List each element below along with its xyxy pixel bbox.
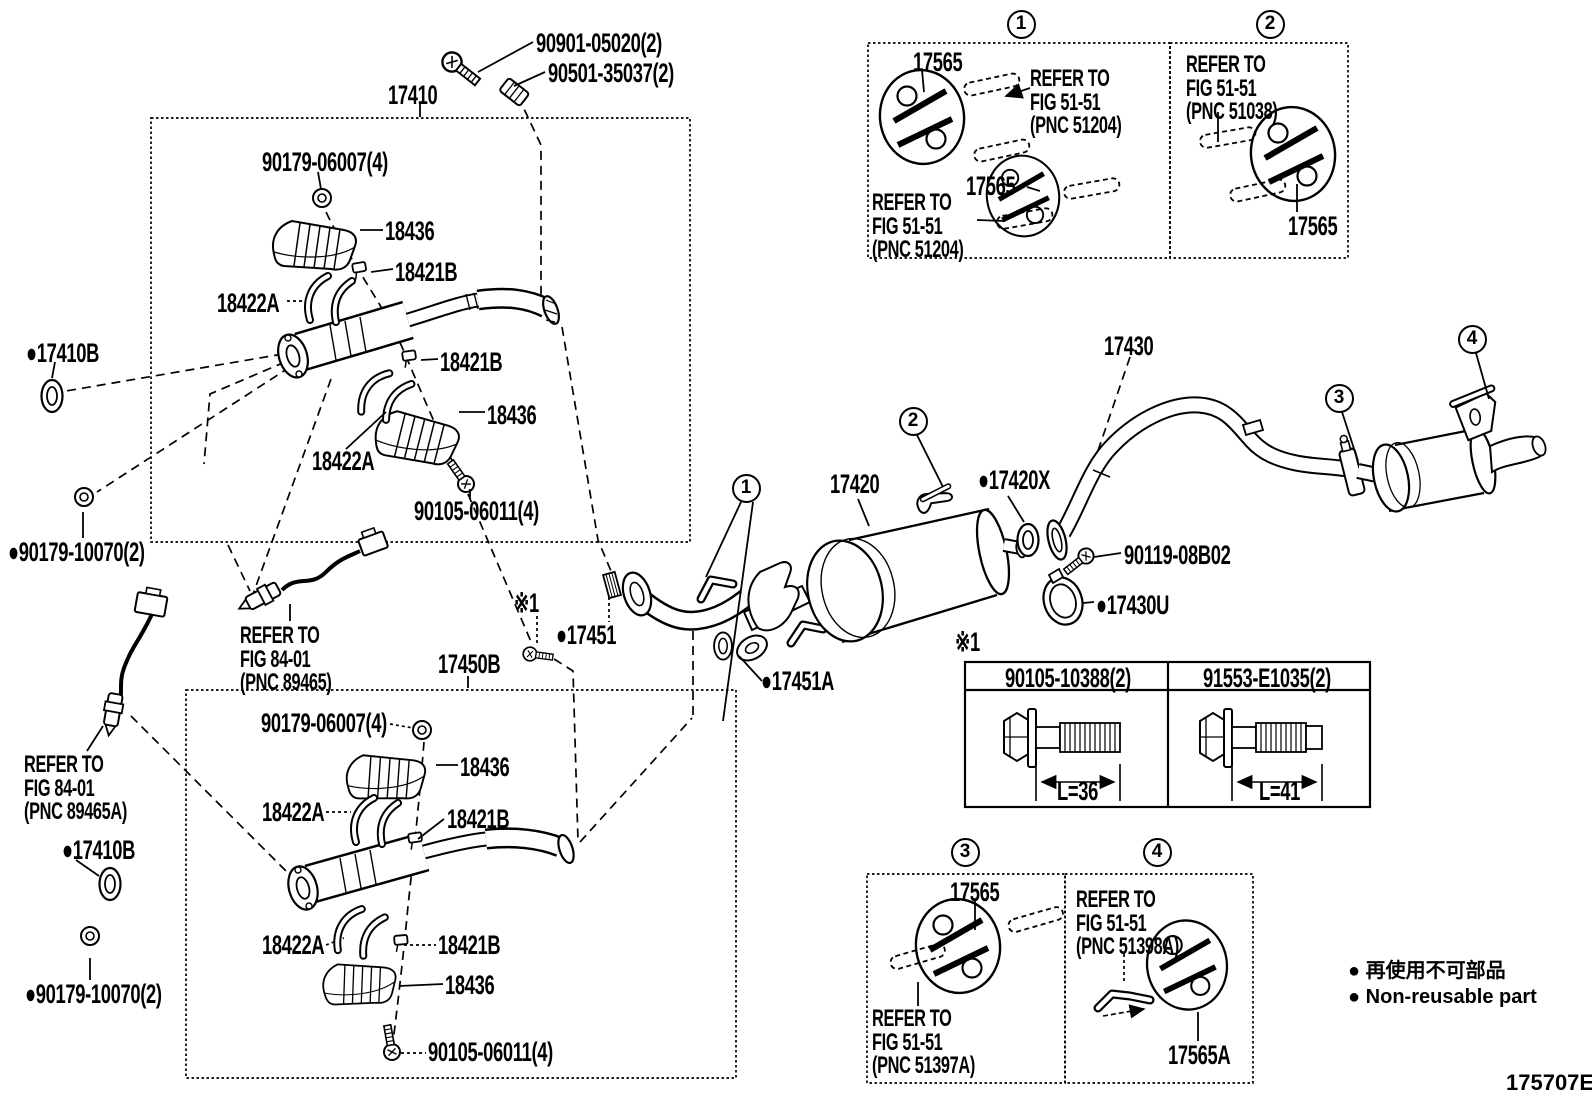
gasket-17451 <box>601 570 623 600</box>
part-number-label[interactable]: 90501-35037(2) <box>548 58 674 88</box>
part-number-label[interactable]: 18436 <box>487 400 537 430</box>
part-number-label[interactable]: 17565A <box>1168 1040 1231 1070</box>
part-number-label[interactable]: ●90179-10070(2) <box>25 979 162 1009</box>
bolt-length-2: L=41 <box>1259 776 1301 806</box>
part-number-label[interactable]: 18436 <box>385 216 435 246</box>
callout-2: 2 <box>1255 9 1285 39</box>
part-number-label[interactable]: 90179-06007(4) <box>262 147 388 177</box>
detail-box-4-content <box>1093 915 1233 1019</box>
non-reusable-dot-icon: ● <box>1348 986 1361 1008</box>
part-number-label[interactable]: ●17451 <box>556 620 617 650</box>
part-number-label[interactable]: ●90179-10070(2) <box>8 537 145 567</box>
footnote-ref: ※1 <box>514 588 539 618</box>
bolt-length-1: L=36 <box>1057 776 1099 806</box>
detail-box-1 <box>867 42 1171 259</box>
box-17410 <box>150 117 691 543</box>
figure-code: 175707E <box>1506 1070 1592 1095</box>
part-number-label[interactable]: 90105-06011(4) <box>414 496 539 526</box>
part-number-label[interactable]: 17565 <box>950 877 1000 907</box>
callout-1: 1 <box>731 473 761 503</box>
callout-1: 1 <box>1006 9 1036 39</box>
part-number-label[interactable]: 18421B <box>438 930 501 960</box>
callout-3: 3 <box>950 837 980 867</box>
part-number-label[interactable]: 90105-06011(4) <box>428 1037 553 1067</box>
bolt-part-number-1[interactable]: 90105-10388(2) <box>1005 663 1131 693</box>
assembly-box-borders <box>150 42 1349 1084</box>
inlet-flange-plate <box>736 634 768 662</box>
part-number-label[interactable]: ●17430U <box>1096 590 1170 620</box>
callout-2: 2 <box>898 406 928 436</box>
box-17450B <box>185 689 737 1079</box>
tail-pipe-drawing <box>1016 384 1547 626</box>
muffler-hanger-bracket-2 <box>916 483 953 514</box>
refer-note: REFER TO FIG 51-51 (PNC 51204) <box>1030 65 1122 140</box>
refer-note: REFER TO FIG 84-01 (PNC 89465) <box>240 622 332 697</box>
part-number-label[interactable]: 17565 <box>1288 211 1338 241</box>
legend-jp-text: 再使用不可部品 <box>1365 960 1506 982</box>
part-number-label[interactable]: 90119-08B02 <box>1124 540 1231 570</box>
refer-note: REFER TO FIG 51-51 (PNC 51204) <box>872 189 964 264</box>
callout-4: 4 <box>1457 324 1487 354</box>
part-number-label[interactable]: 90901-05020(2) <box>536 28 662 58</box>
part-number-label[interactable]: 17565 <box>913 47 963 77</box>
part-number-label[interactable]: 18422A <box>262 797 325 827</box>
part-number-label[interactable]: ●17410B <box>62 835 136 865</box>
part-number-label[interactable]: 18422A <box>312 446 375 476</box>
oxygen-sensor-drawing-1 <box>237 526 389 611</box>
part-number-label[interactable]: 90179-06007(4) <box>261 708 387 738</box>
center-muffler-drawing <box>601 483 1027 662</box>
part-number-label[interactable]: 17565 <box>966 171 1016 201</box>
part-number-label[interactable]: ●17451A <box>761 666 835 696</box>
bolt-90901-05020-drawing <box>437 47 530 107</box>
part-number-label[interactable]: 18436 <box>445 970 495 1000</box>
part-number-label[interactable]: 18421B <box>440 347 503 377</box>
detail-box-4 <box>1064 873 1254 1084</box>
non-reusable-dot-icon: ● <box>1348 960 1361 982</box>
oxygen-sensor-drawing-2 <box>102 586 169 738</box>
part-number-label[interactable]: 18422A <box>262 930 325 960</box>
part-number-label[interactable]: 17420 <box>830 469 880 499</box>
muffler-hanger-bracket-4 <box>1449 384 1497 442</box>
leader-lines <box>51 41 1490 1041</box>
part-number-label[interactable]: 18436 <box>460 752 510 782</box>
part-number-label[interactable]: 18421B <box>395 257 458 287</box>
part-number-label[interactable]: 18422A <box>217 288 280 318</box>
table-footnote-ref: ※1 <box>955 627 980 657</box>
callout-4: 4 <box>1142 837 1172 867</box>
part-number-label[interactable]: 17410 <box>388 80 438 110</box>
part-number-label[interactable]: 18421B <box>447 804 510 834</box>
legend-en-text: Non-reusable part <box>1365 986 1537 1008</box>
part-number-label[interactable]: 17450B <box>438 649 501 679</box>
lower-exhaust-pipe-drawing <box>287 720 575 1063</box>
legend: ● 再使用不可部品 ● Non-reusable part <box>1348 958 1537 1010</box>
refer-note: REFER TO FIG 51-51 (PNC 51038) <box>1186 51 1278 126</box>
refer-note: REFER TO FIG 84-01 (PNC 89465A) <box>24 751 127 826</box>
clamp-17430U <box>1042 567 1084 626</box>
part-number-label[interactable]: ●17420X <box>978 465 1051 495</box>
refer-note: REFER TO FIG 51-51 (PNC 51397A) <box>872 1005 975 1080</box>
bolt-part-number-2[interactable]: 91553-E1035(2) <box>1203 663 1331 693</box>
detail-box-2 <box>1169 42 1349 259</box>
bolt-table-drawing <box>1003 708 1323 801</box>
front-exhaust-pipe-drawing <box>271 188 560 497</box>
callout-3: 3 <box>1324 383 1354 413</box>
part-number-label[interactable]: 17430 <box>1104 331 1154 361</box>
refer-note: REFER TO FIG 51-51 (PNC 51398A) <box>1076 886 1179 961</box>
detail-box-3 <box>866 873 1066 1084</box>
part-number-label[interactable]: ●17410B <box>26 338 100 368</box>
